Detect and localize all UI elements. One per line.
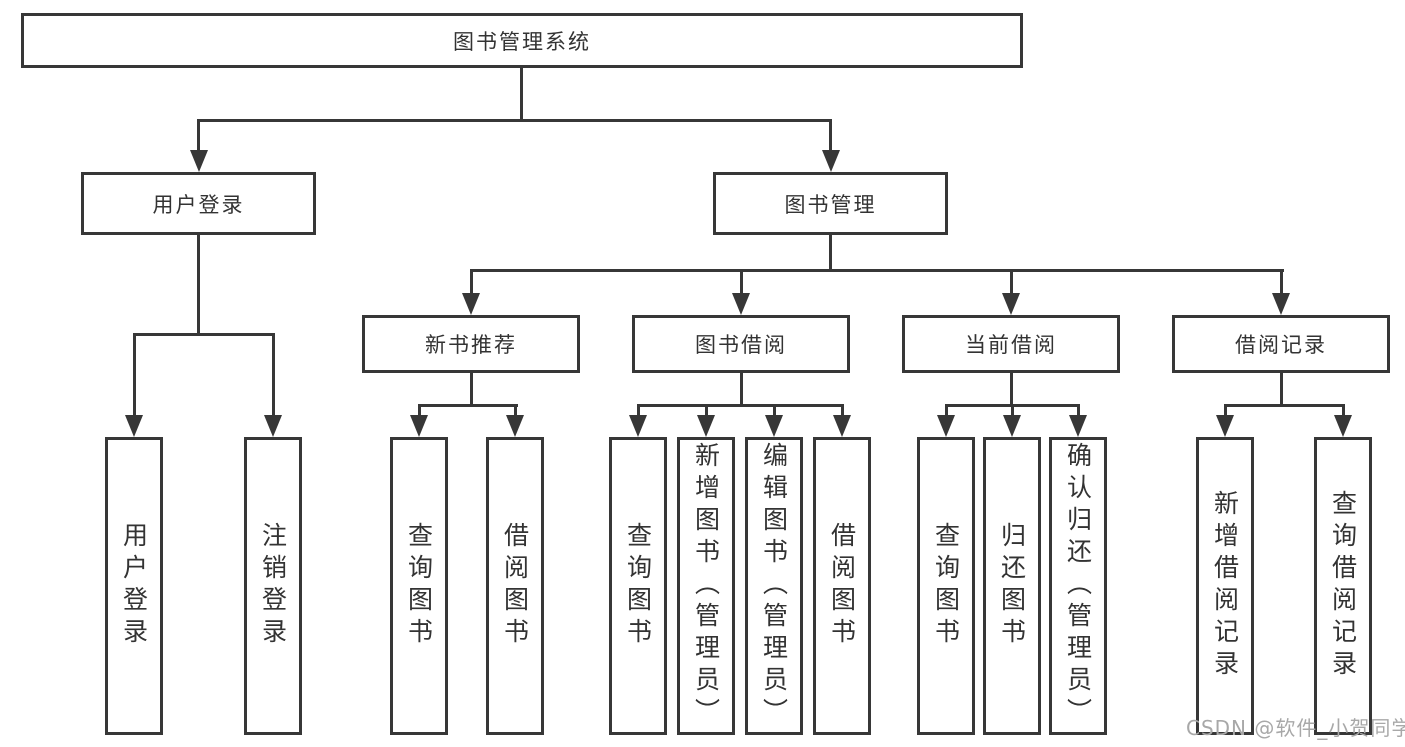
leaf-label: 编辑图书（管理员）	[759, 442, 789, 730]
connector-line	[1010, 373, 1013, 407]
connector-line	[945, 404, 948, 419]
csdn-watermark: CSDN @软件_小贺同学	[1186, 716, 1405, 740]
leaf-label: 新增图书（管理员）	[691, 442, 721, 730]
node-book-borrowing: 图书借阅	[632, 315, 850, 373]
arrow-down-icon	[937, 415, 955, 437]
connector-line	[197, 119, 200, 153]
connector-line	[133, 333, 275, 336]
leaf-return-book: 归还图书	[983, 437, 1041, 735]
leaf-borrow-book: 借阅图书	[813, 437, 871, 735]
connector-line	[1011, 404, 1014, 419]
arrow-down-icon	[732, 293, 750, 315]
arrow-down-icon	[833, 415, 851, 437]
node-label: 用户登录	[152, 192, 245, 217]
leaf-add-book-admin: 新增图书（管理员）	[677, 437, 735, 735]
arrow-down-icon	[1216, 415, 1234, 437]
connector-line	[1077, 404, 1080, 419]
node-book-management: 图书管理	[713, 172, 948, 235]
leaf-query-book-borrowing: 查询图书	[609, 437, 667, 735]
arrow-down-icon	[697, 415, 715, 437]
connector-line	[829, 234, 832, 272]
node-library-management-system: 图书管理系统	[21, 13, 1023, 68]
leaf-label: 归还图书	[997, 522, 1027, 650]
connector-line	[133, 333, 136, 418]
connector-line	[1280, 269, 1283, 296]
leaf-add-borrow-record: 新增借阅记录	[1196, 437, 1254, 735]
node-label: 图书借阅	[695, 333, 787, 357]
arrow-down-icon	[125, 415, 143, 437]
connector-line	[773, 404, 776, 419]
arrow-down-icon	[506, 415, 524, 437]
node-user-login: 用户登录	[81, 172, 316, 235]
leaf-query-book-recommend: 查询图书	[390, 437, 448, 735]
connector-line	[1280, 373, 1283, 407]
arrow-down-icon	[1069, 415, 1087, 437]
node-label: 图书管理	[784, 192, 877, 217]
leaf-label: 查询图书	[623, 522, 653, 650]
leaf-label: 借阅图书	[500, 522, 530, 650]
connector-line	[841, 404, 844, 419]
leaf-borrow-book-recommend: 借阅图书	[486, 437, 544, 735]
node-label: 借阅记录	[1235, 333, 1327, 357]
connector-line	[1342, 404, 1345, 419]
node-borrowing-records: 借阅记录	[1172, 315, 1390, 373]
connector-line	[520, 68, 523, 121]
node-new-book-recommend: 新书推荐	[362, 315, 580, 373]
connector-line	[470, 269, 1284, 272]
connector-line	[470, 373, 473, 407]
leaf-logout: 注销登录	[244, 437, 302, 735]
arrow-down-icon	[1272, 293, 1290, 315]
connector-line	[197, 119, 832, 122]
node-current-borrowing: 当前借阅	[902, 315, 1120, 373]
connector-line	[272, 333, 275, 418]
leaf-user-login: 用户登录	[105, 437, 163, 735]
connector-line	[418, 404, 518, 407]
leaf-label: 用户登录	[119, 522, 149, 650]
leaf-query-book-current: 查询图书	[917, 437, 975, 735]
arrow-down-icon	[410, 415, 428, 437]
leaf-label: 新增借阅记录	[1210, 490, 1240, 682]
leaf-query-borrow-record: 查询借阅记录	[1314, 437, 1372, 735]
connector-line	[418, 404, 421, 419]
node-label: 当前借阅	[965, 333, 1057, 357]
leaf-label: 查询图书	[931, 522, 961, 650]
arrow-down-icon	[190, 150, 208, 172]
arrow-down-icon	[765, 415, 783, 437]
connector-line	[1224, 404, 1227, 419]
leaf-confirm-return-admin: 确认归还（管理员）	[1049, 437, 1107, 735]
connector-line	[514, 404, 517, 419]
leaf-label: 借阅图书	[827, 522, 857, 650]
arrow-down-icon	[462, 293, 480, 315]
connector-line	[829, 119, 832, 153]
leaf-edit-book-admin: 编辑图书（管理员）	[745, 437, 803, 735]
connector-line	[740, 373, 743, 407]
arrow-down-icon	[1003, 415, 1021, 437]
connector-line	[1010, 269, 1013, 296]
leaf-label: 查询借阅记录	[1328, 490, 1358, 682]
connector-line	[197, 234, 200, 336]
connector-line	[740, 269, 743, 296]
arrow-down-icon	[1334, 415, 1352, 437]
arrow-down-icon	[822, 150, 840, 172]
leaf-label: 确认归还（管理员）	[1063, 442, 1093, 730]
leaf-label: 注销登录	[258, 522, 288, 650]
connector-line	[1224, 404, 1345, 407]
arrow-down-icon	[264, 415, 282, 437]
leaf-label: 查询图书	[404, 522, 434, 650]
connector-line	[637, 404, 640, 419]
arrow-down-icon	[629, 415, 647, 437]
connector-line	[470, 269, 473, 296]
connector-line	[637, 404, 844, 407]
node-label: 图书管理系统	[453, 29, 591, 54]
arrow-down-icon	[1002, 293, 1020, 315]
node-label: 新书推荐	[425, 333, 517, 357]
connector-line	[705, 404, 708, 419]
